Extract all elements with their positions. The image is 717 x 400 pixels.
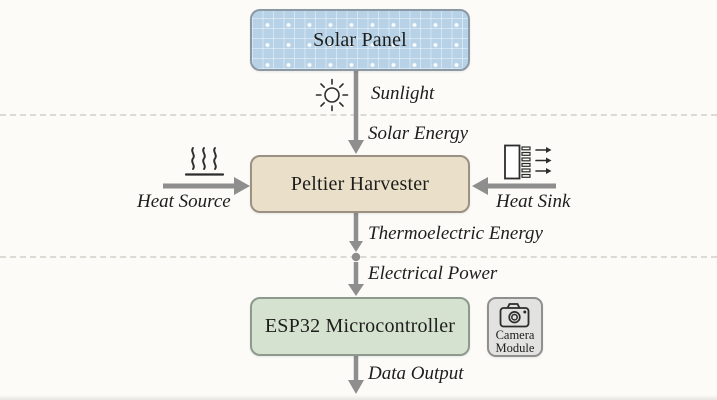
camera-module-node: Camera Module [487,297,543,357]
solar-panel-node: Solar Panel [250,9,470,71]
esp32-microcontroller-label: ESP32 Microcontroller [264,315,456,337]
data-output-arrow [348,356,364,394]
camera-module-label-line1: Camera [495,328,535,342]
heat-sink-icon [504,144,552,180]
sun-icon [315,78,349,112]
electrical-power-arrow [348,262,364,296]
camera-module-label-line2: Module [495,341,535,355]
heat-source-label: Heat Source [137,191,231,212]
section-divider-top [0,114,717,116]
peltier-harvester-node: Peltier Harvester [250,155,470,213]
sunlight-label: Sunlight [371,83,435,104]
thermoelectric-energy-label: Thermoelectric Energy [368,223,543,244]
esp32-microcontroller-node: ESP32 Microcontroller [250,297,470,356]
solar-energy-label: Solar Energy [368,123,469,144]
heat-sink-label: Heat Sink [496,191,571,212]
camera-icon [499,303,530,328]
data-output-label: Data Output [368,363,464,384]
solar-panel-label: Solar Panel [313,28,407,51]
sunlight-arrow [348,71,364,154]
heat-waves-icon [184,147,225,176]
bottom-edge-shadow [0,395,717,400]
peltier-harvester-label: Peltier Harvester [290,172,430,195]
electrical-power-label: Electrical Power [368,263,498,284]
thermoelectric-arrow [349,213,363,252]
section-divider-middle [0,256,717,258]
